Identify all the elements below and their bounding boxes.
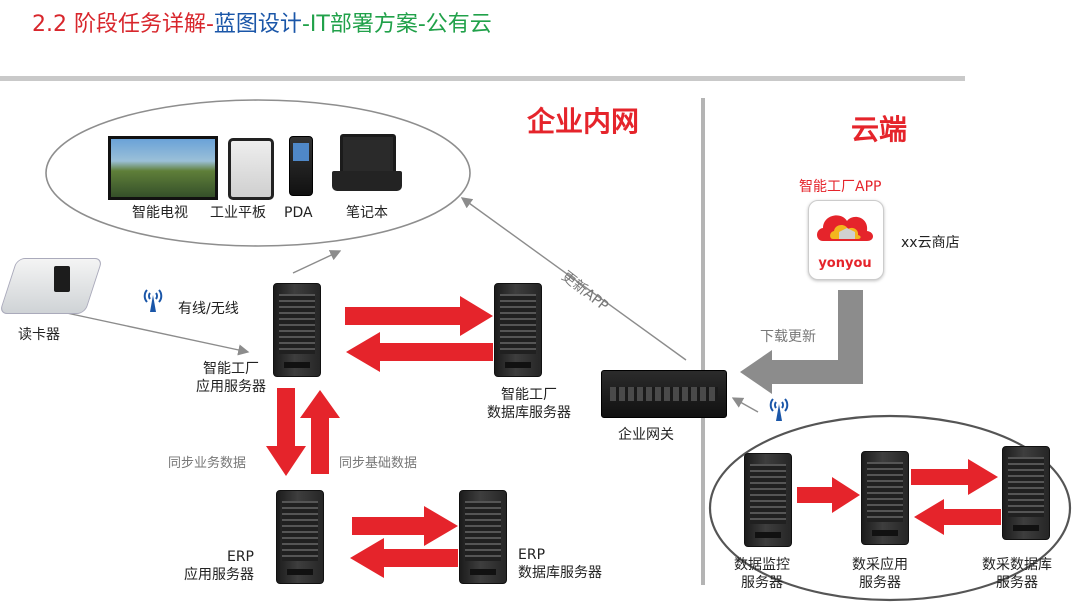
collect-app-server-label: 数采应用 服务器 [852, 556, 908, 592]
erp-db-to-app-arrow [350, 538, 458, 578]
app-to-devices-arrow [292, 250, 342, 274]
cloud-server-ellipse [708, 414, 1072, 602]
pda-icon [289, 136, 313, 196]
download-update-label: 下载更新 [760, 329, 816, 345]
gateway-to-devices-arrow [460, 197, 687, 361]
erp-db-label-line1: ERP [518, 547, 546, 563]
erp-app-server-icon [276, 490, 324, 584]
title-part-2: 蓝图设计 [213, 12, 302, 37]
monitor-server-icon [744, 453, 792, 547]
wireless-antenna-icon [143, 289, 163, 312]
sync-business-arrow [266, 388, 306, 476]
erp-db-label-line2: 数据库服务器 [518, 565, 602, 581]
erp-app-label-line1: ERP [226, 549, 254, 565]
title-underline [0, 76, 965, 81]
collect-app-label-line1: 数采应用 [852, 557, 908, 573]
app-server-icon [273, 283, 321, 377]
store-label: xx云商店 [901, 235, 960, 251]
db-to-app-arrow [346, 332, 493, 372]
app-server-label-line2: 应用服务器 [196, 379, 266, 395]
monitor-label-line1: 数据监控 [734, 557, 790, 573]
cloud-antenna-icon [769, 398, 789, 421]
sync-business-label: 同步业务数据 [168, 456, 247, 471]
db-to-collect-arrow [914, 499, 1001, 535]
title-part-4: IT部署方案 [309, 12, 418, 37]
monitor-to-collect-arrow [797, 477, 860, 513]
erp-db-server-label: ERP 数据库服务器 [518, 546, 602, 582]
collect-db-label-line1: 数采数据库 [982, 557, 1052, 573]
erp-db-server-icon [459, 490, 507, 584]
app-server-label-line1: 智能工厂 [203, 361, 259, 377]
tv-label: 智能电视 [132, 205, 188, 221]
laptop-base-icon [332, 171, 402, 191]
tablet-icon [228, 138, 274, 200]
db-server-icon [494, 283, 542, 377]
collect-db-server-label: 数采数据库 服务器 [982, 556, 1052, 592]
title-part-3: - [301, 12, 310, 37]
device-ellipse [45, 99, 471, 247]
title-part-5: -公有云 [417, 12, 492, 37]
collect-db-server-icon [1002, 446, 1050, 540]
cloud-heading: 云端 [851, 113, 908, 146]
collect-db-label-line2: 服务器 [996, 575, 1038, 591]
erp-app-label-line2: 应用服务器 [184, 567, 254, 583]
title-part-1: 2.2 阶段任务详解- [32, 12, 214, 37]
tablet-label: 工业平板 [210, 205, 266, 221]
erp-app-to-db-arrow [352, 506, 458, 546]
yonyou-app-icon [808, 200, 884, 280]
collect-app-server-icon [861, 451, 909, 545]
app-to-db-arrow [345, 296, 493, 336]
db-server-label-line1: 智能工厂 [501, 387, 557, 403]
cloud-to-gateway-arrow [731, 397, 759, 413]
app-title-label: 智能工厂APP [799, 179, 882, 195]
card-reader-icon [0, 258, 104, 314]
wired-wireless-label: 有线/无线 [178, 301, 239, 317]
monitor-label-line2: 服务器 [741, 575, 783, 591]
gateway-icon [601, 370, 727, 418]
laptop-label: 笔记本 [346, 205, 388, 221]
laptop-icon [340, 134, 396, 174]
app-server-label: 智能工厂 应用服务器 [196, 360, 266, 396]
gateway-label: 企业网关 [618, 427, 674, 443]
monitor-server-label: 数据监控 服务器 [734, 556, 790, 592]
collect-app-label-line2: 服务器 [859, 575, 901, 591]
download-update-arrow [740, 290, 863, 394]
sync-base-label: 同步基础数据 [339, 456, 418, 471]
card-reader-label: 读卡器 [18, 327, 60, 343]
sync-base-arrow [300, 390, 340, 474]
db-server-label: 智能工厂 数据库服务器 [487, 386, 571, 422]
pda-label: PDA [284, 205, 313, 221]
reader-to-app-arrow [61, 311, 250, 356]
cloud-logo-icon [817, 215, 873, 241]
app-logo-text: yonyou [818, 256, 872, 271]
db-server-label-line2: 数据库服务器 [487, 405, 571, 421]
collect-to-db-arrow [911, 459, 998, 495]
card-reader-screen-icon [54, 266, 70, 292]
intranet-heading: 企业内网 [527, 105, 640, 138]
smart-tv-icon [108, 136, 218, 200]
erp-app-server-label: ERP 应用服务器 [184, 548, 254, 584]
page-title: 2.2 阶段任务详解-蓝图设计-IT部署方案-公有云 [32, 6, 492, 38]
